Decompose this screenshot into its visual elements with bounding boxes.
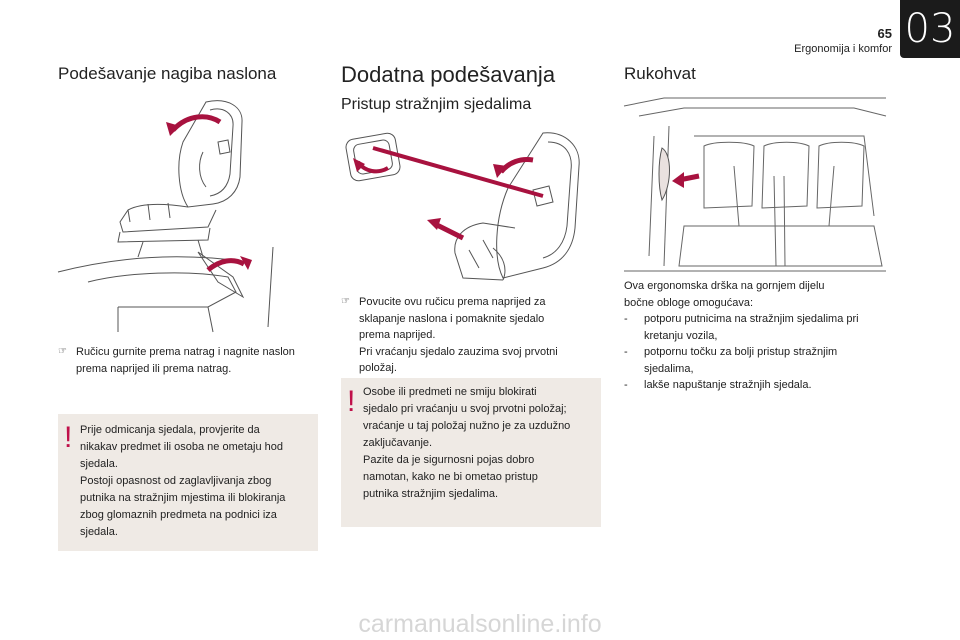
warning-box-seat-tilt: ! Prije odmicanja sjedala, provjerite da…	[58, 414, 318, 551]
warning-line: zbog glomaznih predmeta na podnici iza	[80, 509, 277, 521]
warning-box-rear-access: ! Osobe ili predmeti ne smiju blokirati …	[341, 378, 601, 527]
instruction-line: sklapanje naslona i pomaknite sjedalo	[359, 312, 545, 325]
list-item-line: kretanju vozila,	[644, 329, 718, 342]
instruction-line: položaj.	[359, 362, 397, 374]
intro-line: Ova ergonomska drška na gornjem dijelu	[624, 280, 825, 292]
instruction-line: Povucite ovu ručicu prema naprijed za	[359, 296, 546, 308]
warning-text: Osobe ili predmeti ne smiju blokirati sj…	[363, 384, 599, 503]
warning-line: sjedala.	[80, 526, 118, 538]
section-heading-additional: Dodatna podešavanja	[341, 62, 556, 87]
exclamation-icon: !	[347, 385, 356, 418]
grab-handle-illustration	[623, 97, 887, 272]
instruction-line: Pri vraćanju sjedalo zauzima svoj prvotn…	[359, 345, 558, 358]
chapter-tab[interactable]: 03	[900, 0, 960, 58]
list-item: - potpornu točku za bolji pristup stražn…	[624, 344, 894, 377]
pointing-hand-icon: ☞	[58, 346, 67, 357]
pointing-hand-icon: ☞	[341, 296, 350, 307]
list-item-line: potpornu točku za bolji pristup stražnji…	[644, 346, 838, 358]
subheading-rear-access: Pristup stražnjim sjedalima	[341, 96, 532, 113]
seat-lever-illustration	[345, 132, 580, 281]
page-number: 65	[877, 26, 892, 41]
warning-line: nikakav predmet ili osoba ne ometaju hod	[80, 441, 284, 453]
warning-line: putnika stražnjim sjedalima.	[363, 488, 499, 500]
instruction-line: prema naprijed.	[359, 329, 436, 341]
warning-line: sjedala.	[80, 458, 118, 470]
watermark: carmanualsonline.info	[358, 610, 602, 638]
warning-line: vraćanje u taj položaj nužno je za uzduž…	[363, 420, 571, 432]
list-item: - potporu putnicima na stražnjim sjedali…	[624, 311, 894, 344]
instruction-rear-access: ☞ Povucite ovu ručicu prema naprijed za …	[341, 294, 603, 377]
warning-line: putnika na stražnjim mjestima ili blokir…	[80, 492, 286, 504]
section-heading-grab-handle: Rukohvat	[624, 64, 696, 83]
list-item-line: sjedalima,	[644, 362, 694, 375]
warning-line: Osobe ili predmeti ne smiju blokirati	[363, 386, 537, 398]
warning-line: zaključavanje.	[363, 437, 433, 449]
instruction-text: Ručicu gurnite prema natrag i nagnite na…	[76, 346, 295, 375]
warning-line: namotan, kako ne bi ometao pristup	[363, 471, 538, 483]
grab-handle-description: Ova ergonomska drška na gornjem dijelu b…	[624, 278, 894, 394]
instruction-seat-tilt: ☞ Ručicu gurnite prema natrag i nagnite …	[58, 344, 320, 377]
section-heading-seat-tilt: Podešavanje nagiba naslona	[58, 64, 277, 83]
warning-text: Prije odmicanja sjedala, provjerite da n…	[80, 422, 316, 541]
list-item-line: lakše napuštanje stražnjih sjedala.	[644, 379, 812, 391]
list-item: - lakše napuštanje stražnjih sjedala.	[624, 377, 894, 394]
intro-line: bočne obloge omogućava:	[624, 296, 754, 309]
warning-line: sjedalo pri vraćanju u svoj prvotni polo…	[363, 403, 567, 415]
warning-line: Pazite da je sigurnosni pojas dobro	[363, 454, 535, 466]
list-item-line: potporu putnicima na stražnjim sjedalima…	[644, 313, 859, 325]
seat-backrest-illustration	[57, 100, 274, 333]
warning-line: Prije odmicanja sjedala, provjerite da	[80, 424, 260, 436]
exclamation-icon: !	[64, 421, 73, 454]
warning-line: Postoji opasnost od zaglavljivanja zbog	[80, 475, 272, 487]
chapter-title: Ergonomija i komfor	[794, 43, 892, 55]
